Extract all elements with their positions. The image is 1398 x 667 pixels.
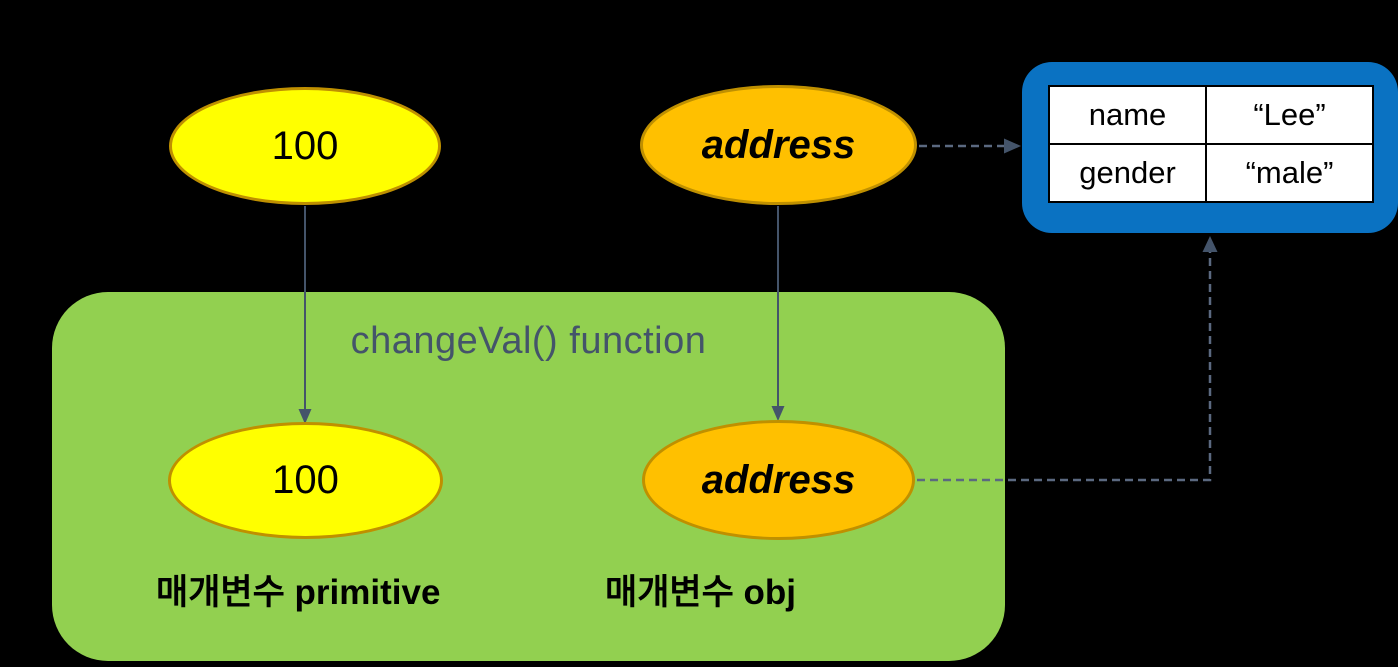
ellipse-primitive-top: 100 <box>169 87 441 205</box>
primitive-top-value: 100 <box>271 123 339 168</box>
param-primitive-value: 100 <box>272 458 339 502</box>
arrow-down-obj-icon <box>771 206 785 421</box>
object-field-gender-key: gender <box>1048 143 1207 203</box>
param-obj-value: address <box>701 457 856 502</box>
object-field-gender-value: “male” <box>1205 143 1374 203</box>
ellipse-address-top: address <box>640 85 917 205</box>
param-primitive-label: 매개변수 primitive <box>156 573 441 612</box>
arrow-down-primitive-icon <box>298 206 312 424</box>
function-title: changeVal() function <box>350 320 707 362</box>
dashed-arrow-param-obj-to-object-icon <box>917 236 1218 482</box>
heap-object-box: name “Lee” gender “male” <box>1022 62 1398 233</box>
param-obj-label: 매개변수 obj <box>605 573 797 612</box>
object-field-name-key: name <box>1048 85 1207 145</box>
table-row: gender “male” <box>1048 143 1374 203</box>
table-row: name “Lee” <box>1048 85 1374 145</box>
ellipse-param-primitive: 100 <box>168 422 443 539</box>
address-top-value: address <box>701 122 856 167</box>
ellipse-param-obj: address <box>642 420 915 540</box>
object-field-name-value: “Lee” <box>1205 85 1374 145</box>
object-table: name “Lee” gender “male” <box>1048 85 1374 203</box>
dashed-arrow-address-to-object-icon <box>919 138 1021 154</box>
